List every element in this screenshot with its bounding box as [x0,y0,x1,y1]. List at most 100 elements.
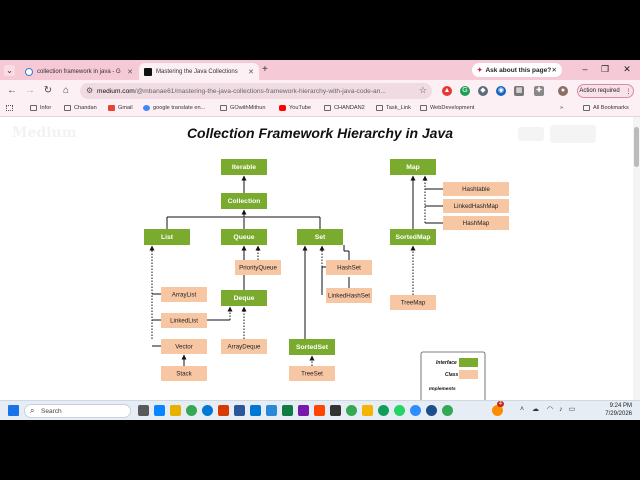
notification-app-icon[interactable] [492,405,503,416]
node-box [235,260,281,275]
start-icon[interactable] [8,405,19,416]
action-required-button[interactable]: Action required ⋮ [577,84,634,98]
scrollbar-thumb[interactable] [634,127,639,167]
interface-node-map: Map [390,159,436,175]
bookmark-item[interactable]: WebDevelopment [420,105,474,111]
extension-icon[interactable]: G [460,86,470,96]
node-label: ArrayList [172,292,197,299]
back-icon[interactable]: ← [7,85,17,96]
ask-about-page-chip[interactable]: ✦ Ask about this page? ✕ [472,63,562,77]
node-box [221,159,267,175]
extension-icon[interactable]: ◉ [496,86,506,96]
bookmark-item[interactable]: GOwithMithun [220,105,265,111]
tab-medium-article[interactable]: Mastering the Java Collections ✕ [139,63,259,80]
bookmark-item[interactable]: google translate en... [143,105,205,111]
close-tab-icon[interactable]: ✕ [248,68,254,76]
taskbar-clock[interactable]: 9:24 PM 7/29/2026 [588,402,632,418]
bookmark-label: YouTube [289,105,311,111]
class-node-treemap: TreeMap [390,295,436,310]
bookmark-item[interactable]: YouTube [279,105,311,111]
chrome-profile-icon[interactable] [346,405,357,416]
node-label: Stack [176,371,192,378]
extension-icon[interactable]: ▲ [442,86,452,96]
app-icon[interactable] [362,405,373,416]
new-tab-button[interactable]: + [262,64,268,75]
extension-icon[interactable]: ▦ [514,86,524,96]
close-tab-icon[interactable]: ✕ [127,68,133,76]
node-label: LinkedHashSet [328,293,370,300]
minimize-button[interactable]: – [582,64,588,74]
header-button[interactable] [518,127,544,141]
app-icon[interactable] [266,405,277,416]
bookmark-item[interactable]: Infor [30,105,51,111]
bookmark-item[interactable]: Chandan [64,105,97,111]
system-tray[interactable]: ˄ ☁ ◠ ♪ ▭ [520,405,575,413]
apps-icon[interactable] [6,105,16,111]
bookmark-label: Task_Link [386,105,411,111]
bookmark-label: GOwithMithun [230,105,266,111]
class-node-stack: Stack [161,366,207,381]
profile-avatar[interactable]: ● [558,86,568,96]
header-button[interactable] [550,125,596,143]
folder-icon [583,105,590,111]
app-icon[interactable] [426,405,437,416]
app-icon[interactable] [442,405,453,416]
site-info-icon[interactable]: ⚙ [86,86,94,95]
file-explorer-icon[interactable] [170,405,181,416]
node-box [297,229,343,245]
diagram-legend: Interface Class Implementsextends [420,351,486,400]
extension-icon[interactable]: ◆ [478,86,488,96]
close-icon[interactable]: ✕ [551,67,557,74]
bookmark-item[interactable]: Task_Link [376,105,411,111]
whatsapp-icon[interactable] [394,405,405,416]
node-box [161,287,207,302]
app-icon[interactable] [298,405,309,416]
maximize-button[interactable]: ❐ [600,64,610,74]
extensions-puzzle-icon[interactable]: ✚ [534,86,544,96]
volume-icon[interactable]: ♪ [559,406,563,413]
wifi-icon[interactable]: ◠ [547,406,554,413]
class-node-linkedlist: LinkedList [161,313,207,328]
bookmark-label: google translate en... [153,105,206,111]
onedrive-icon[interactable]: ☁ [532,406,540,413]
bookmark-item[interactable]: CHANDAN2 [324,105,365,111]
node-label: Queue [233,234,254,241]
chevron-up-icon[interactable]: ˄ [520,406,525,413]
chrome-icon[interactable] [186,405,197,416]
app-icon[interactable] [330,405,341,416]
medium-logo[interactable]: Medium [12,125,77,141]
address-bar[interactable]: ⚙ medium.com /@mbanae61/mastering-the-ja… [80,83,432,99]
mail-icon[interactable] [250,405,261,416]
medium-icon [144,67,152,76]
app-icon[interactable] [410,405,421,416]
legend-interface-label: Interface [436,360,457,366]
all-bookmarks[interactable]: All Bookmarks [583,105,629,111]
reload-icon[interactable]: ↻ [43,85,53,96]
tab-google-search[interactable]: collection framework in java - G ✕ [20,63,138,80]
app-icon[interactable] [314,405,325,416]
more-menu-icon[interactable]: ⋮ [625,88,632,95]
battery-icon[interactable]: ▭ [568,406,576,413]
edge-icon[interactable] [202,405,213,416]
close-window-button[interactable]: ✕ [623,64,631,74]
bookmarks-overflow-icon[interactable]: » [560,105,564,111]
node-label: HashSet [337,265,361,272]
node-box [161,313,207,328]
app-icon[interactable] [234,405,245,416]
home-icon[interactable]: ⌂ [62,85,70,96]
tab-search-button[interactable]: ⌄ [4,65,15,76]
office-icon[interactable] [218,405,229,416]
forward-icon[interactable]: → [25,85,35,96]
node-box [289,339,335,355]
scrollbar[interactable] [633,117,640,400]
node-box [443,216,509,230]
bookmark-item[interactable]: Gmail [108,105,133,111]
widgets-icon[interactable] [154,405,165,416]
gmail-icon [108,105,115,111]
taskbar-search[interactable]: ⌕ Search [24,404,131,418]
app-icon[interactable] [378,405,389,416]
task-view-icon[interactable] [138,405,149,416]
bookmark-star-icon[interactable]: ☆ [418,85,427,95]
excel-icon[interactable] [282,405,293,416]
node-label: ArrayDeque [227,344,261,351]
